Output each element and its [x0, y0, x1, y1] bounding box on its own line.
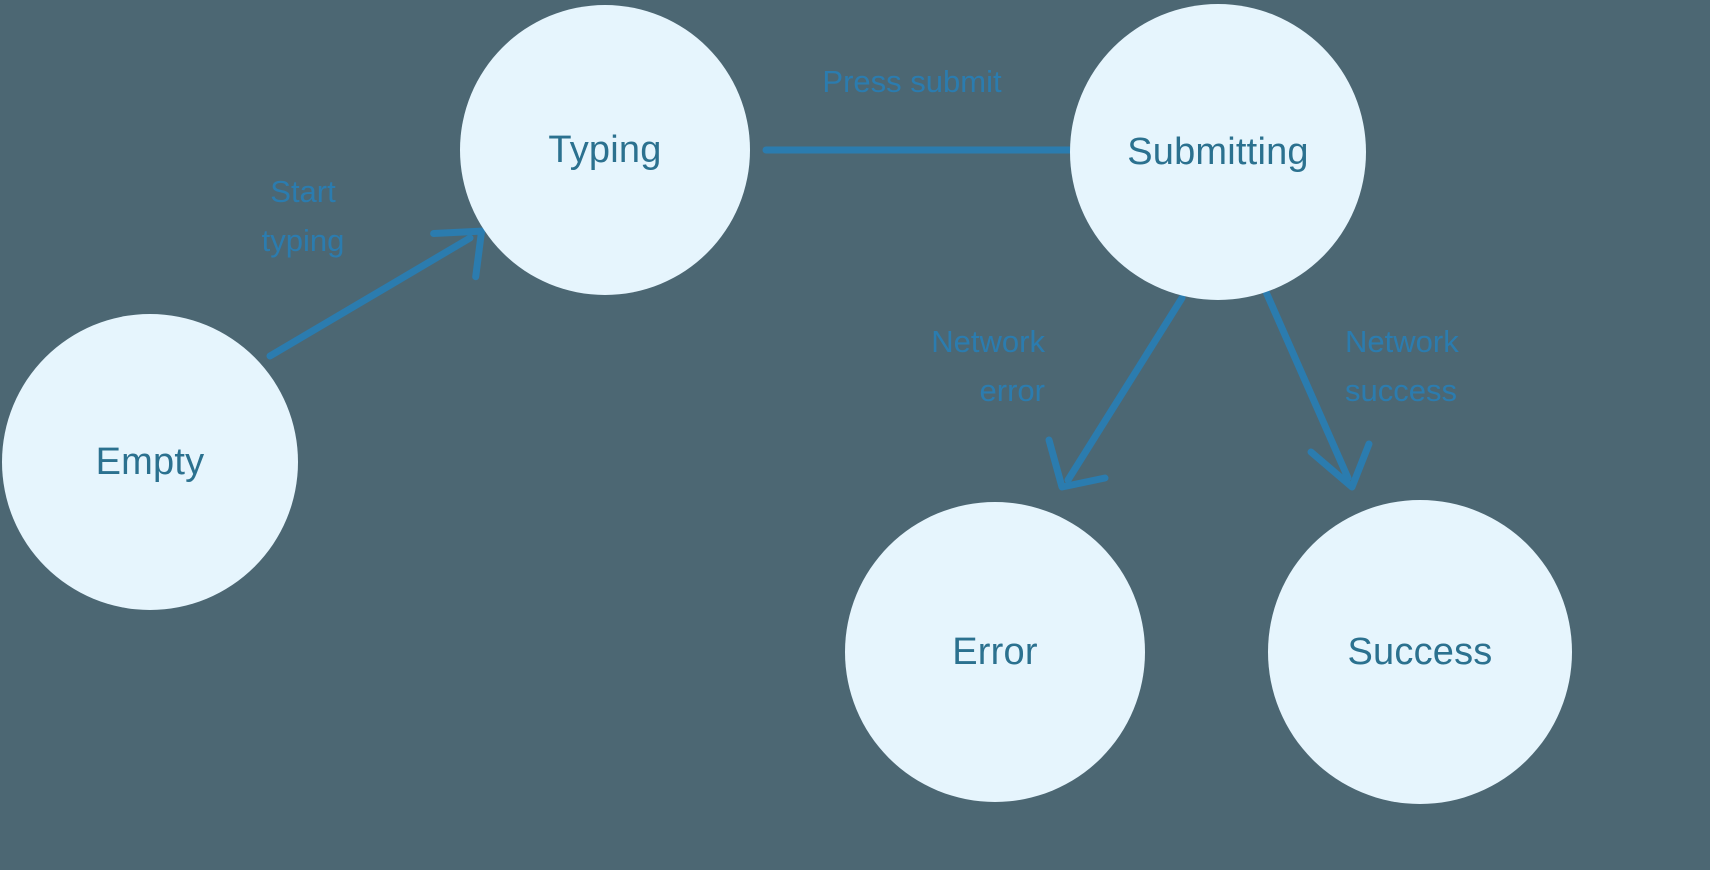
state-node-error-label: Error — [952, 631, 1038, 673]
state-node-typing-label: Typing — [548, 129, 662, 171]
state-node-submitting[interactable]: Submitting — [1070, 4, 1366, 300]
state-node-error[interactable]: Error — [845, 502, 1145, 802]
edge-network-error-line — [1064, 294, 1186, 484]
state-node-empty-label: Empty — [95, 441, 205, 483]
edge-label-press-submit: Press submit — [822, 64, 1002, 99]
edge-label-start-typing: Start typing — [261, 174, 345, 258]
edge-network-success-arrowhead — [1307, 440, 1373, 491]
edge-network-error — [1045, 294, 1186, 491]
edge-network-success-line — [1262, 288, 1352, 482]
state-node-typing[interactable]: Typing — [460, 5, 750, 295]
state-node-success[interactable]: Success — [1268, 500, 1572, 804]
edge-start-typing-arrowhead — [430, 227, 486, 281]
edge-label-network-error: Network error — [931, 324, 1045, 408]
state-node-empty[interactable]: Empty — [2, 314, 298, 610]
state-node-submitting-label: Submitting — [1127, 131, 1309, 173]
edge-label-network-success: Network success — [1345, 324, 1459, 408]
edge-network-error-arrowhead — [1045, 436, 1109, 491]
state-node-success-label: Success — [1347, 631, 1493, 673]
